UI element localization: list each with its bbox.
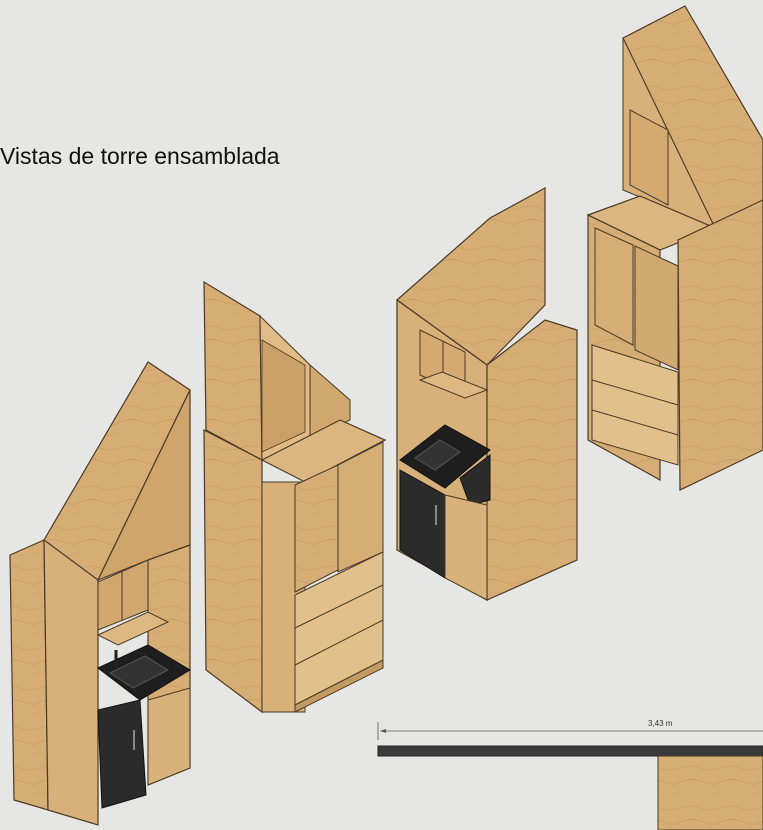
shelf [418,371,489,399]
sink [108,655,170,689]
right-side-panel [486,319,578,601]
open-shelves [591,344,679,466]
front-panel [43,538,99,826]
tower-view-open-shelf [203,280,387,714]
lower-cabinet-door [147,687,191,786]
top-side-panel [203,280,263,462]
cabinet-door-left [294,464,339,593]
upper-cabinet [629,109,669,206]
countertop-strip [377,745,763,757]
dimension-label: 3,43 m [648,719,673,728]
dimension-annotation: 3,43 m [377,719,763,830]
upper-cabinet [97,559,149,631]
page-title: Vistas de torre ensamblada [0,143,280,169]
cabinet-door-right [337,441,384,573]
side-panel [9,539,49,811]
cooktop [414,439,461,471]
bottom-side-panel [203,429,263,714]
lower-cabinet-door [444,494,488,601]
cabinet-top [260,419,387,483]
tower-view-top-right [586,5,763,491]
tower-view-front-left [9,361,191,826]
sink [459,453,491,506]
fridge [97,699,147,809]
tower-view-kitchenette [396,186,578,602]
shelf [96,611,170,646]
cabinet-fragment [657,755,763,830]
right-side-panel [677,199,763,491]
cabinet-door-left [594,227,634,346]
cabinet-door-right [634,245,679,371]
